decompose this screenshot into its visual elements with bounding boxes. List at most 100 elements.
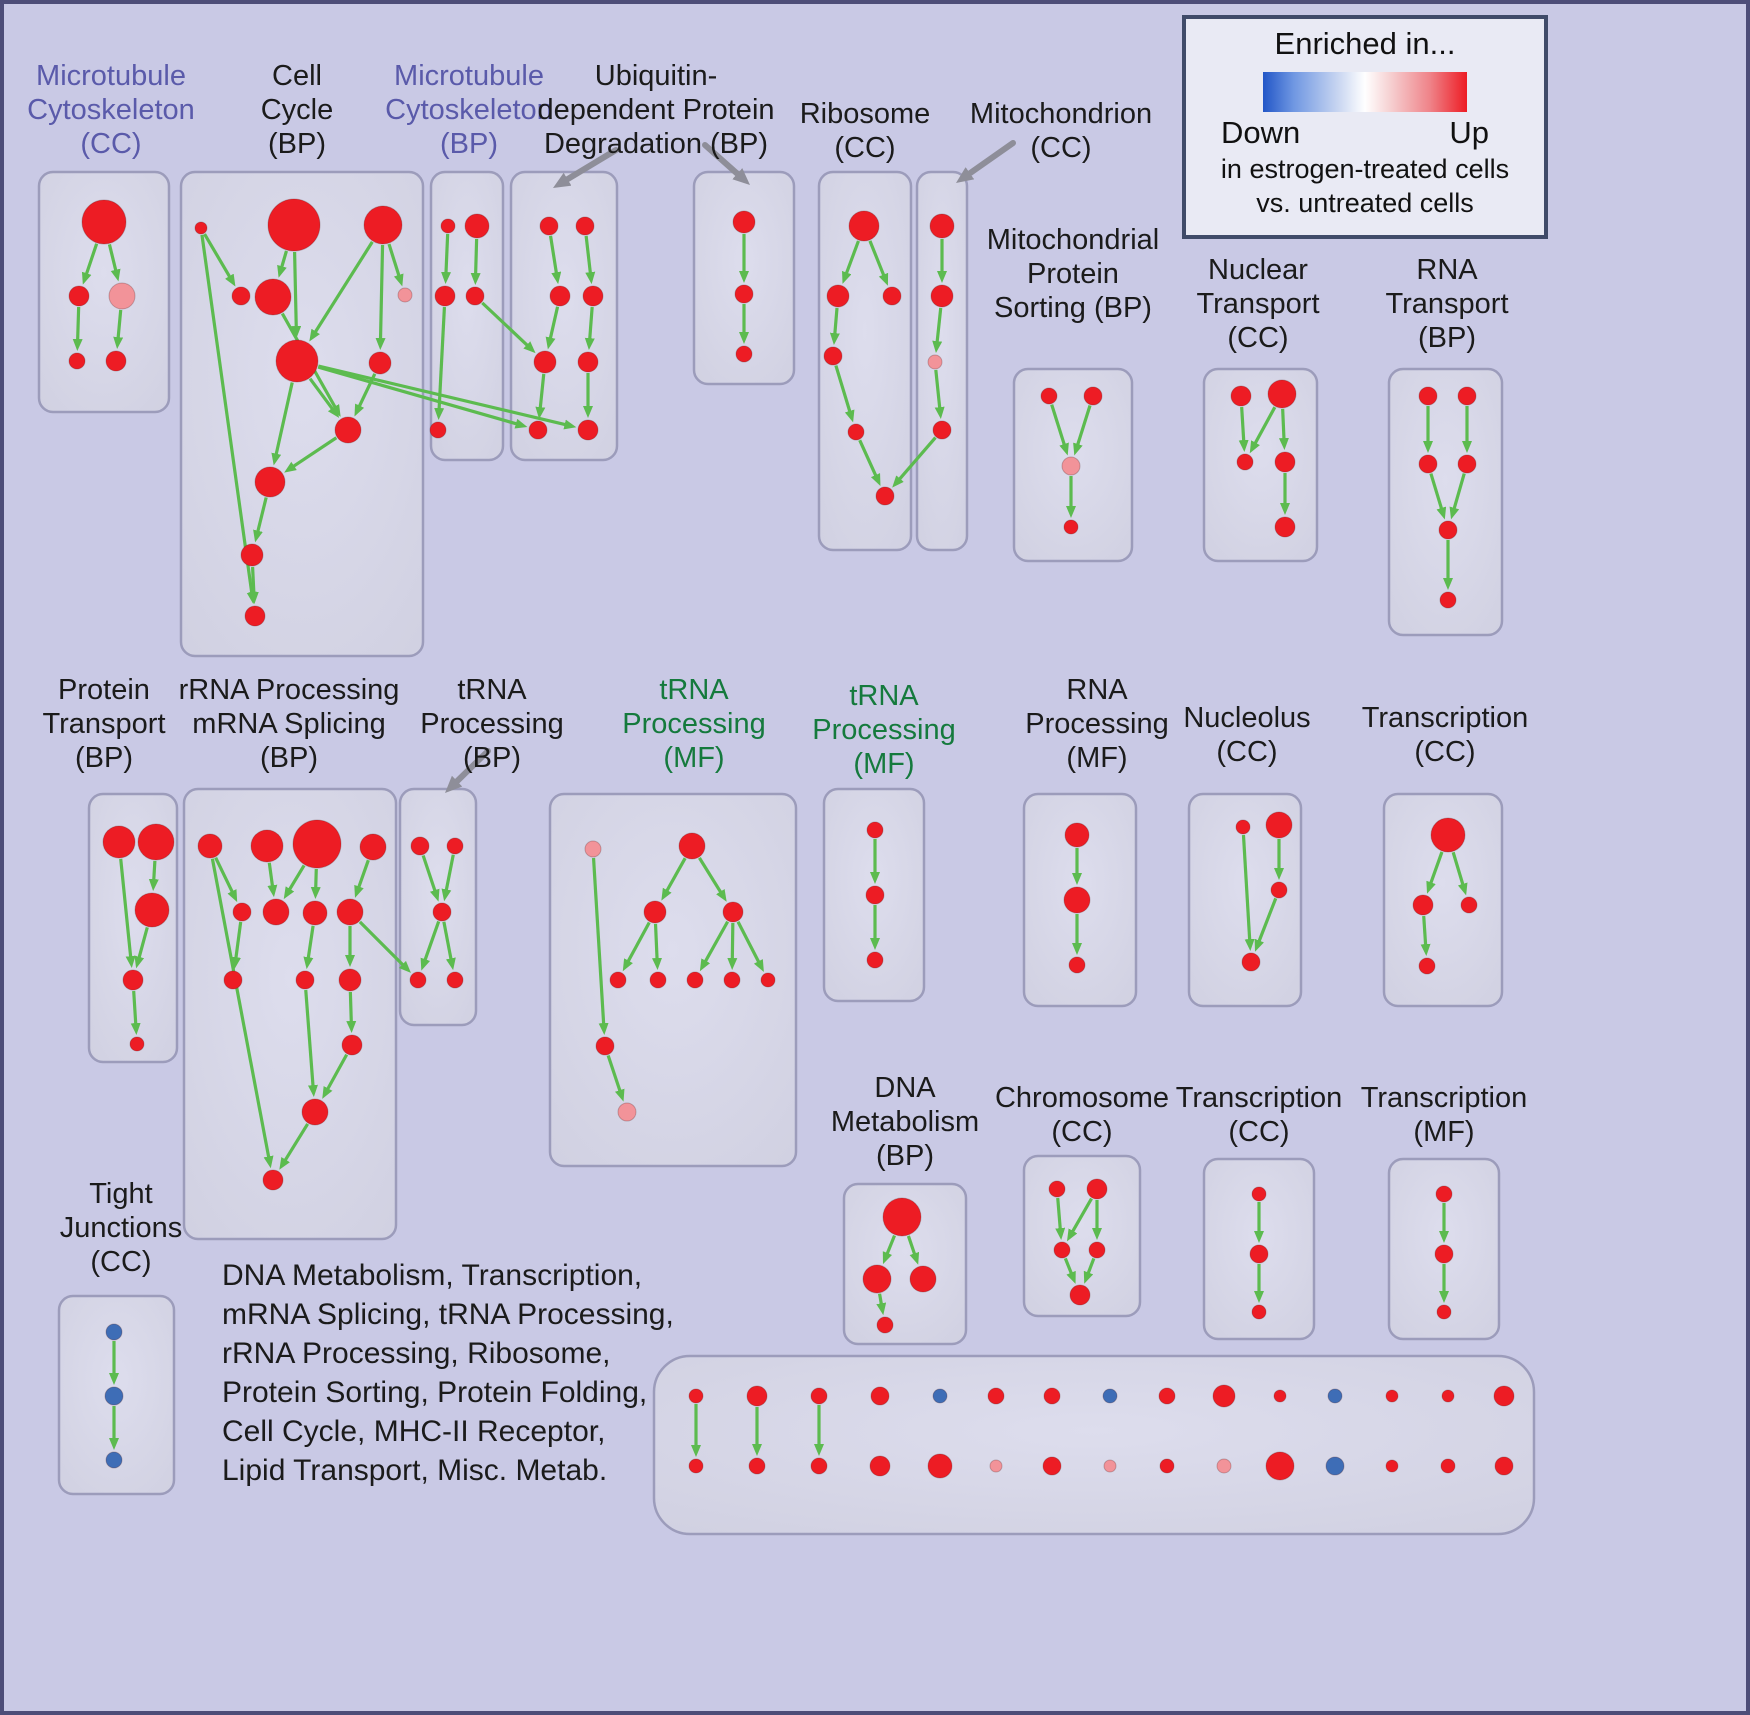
edge-c1-c3: [441, 233, 452, 285]
edge-n4-n8: [727, 922, 738, 971]
edge-b11-b12: [248, 566, 259, 605]
legend-ends-row: Down Up: [1186, 112, 1544, 151]
rna-transport-bp-box: [1387, 367, 1504, 637]
edge-d2-d4: [584, 235, 596, 285]
go-term-node-n10: [595, 1036, 615, 1056]
go-term-node-n11: [617, 1102, 637, 1122]
go-term-node-d2: [575, 216, 595, 236]
go-term-node-c3: [434, 285, 456, 307]
go-term-node-d7: [528, 420, 548, 440]
go-term-node-n4: [722, 901, 744, 923]
go-term-node-l14: [262, 1169, 284, 1191]
go-term-node-t5: [1069, 1284, 1091, 1306]
microtubule-cytoskeleton-cc-box: [37, 170, 171, 414]
edge-n1-n10: [591, 857, 609, 1036]
edge-q3-q4: [1254, 897, 1278, 952]
go-term-node-q1: [1235, 819, 1251, 835]
go-term-node-z13t: [1385, 1389, 1399, 1403]
go-term-node-g1: [929, 213, 955, 239]
go-term-node-j5: [1438, 520, 1458, 540]
go-term-node-o2: [865, 885, 885, 905]
edge-a1-a2: [81, 243, 99, 285]
chromosome-cc-box: [1022, 1154, 1142, 1318]
go-term-node-w2: [104, 1386, 124, 1406]
legend-up-label: Up: [1449, 115, 1489, 150]
edge-t1-t3: [1055, 1197, 1066, 1241]
go-term-node-n2: [678, 832, 706, 860]
go-term-node-i3: [1236, 453, 1254, 471]
go-term-node-l9: [223, 970, 243, 990]
go-term-node-v1: [1435, 1185, 1453, 1203]
edge-m2-m3: [441, 854, 455, 902]
edge-b3-b8: [375, 244, 386, 351]
go-term-node-c2: [464, 213, 490, 239]
go-term-node-a4: [68, 352, 86, 370]
edge-f1-f3: [868, 240, 889, 286]
go-term-node-k3: [134, 892, 170, 928]
edge-a3-a5: [113, 309, 124, 350]
edge-r1-r2: [1426, 851, 1444, 894]
misc-cluster-box: [652, 1354, 1536, 1536]
edge-l8-m4: [358, 920, 411, 973]
go-term-node-z7t: [1043, 1387, 1061, 1405]
edge-l10-l13: [304, 989, 318, 1098]
go-term-node-g3: [927, 354, 943, 370]
go-term-node-f2: [826, 284, 850, 308]
go-term-node-i1: [1230, 385, 1252, 407]
edge-b2-b5: [277, 250, 288, 278]
edge-m3-m5: [442, 921, 456, 971]
edge-d3-d5: [545, 306, 560, 350]
legend-subtitle-line1: in estrogen-treated cells: [1220, 154, 1510, 184]
go-term-node-r3: [1460, 896, 1478, 914]
go-term-node-e2: [734, 284, 754, 304]
dna-metabolism-bp-box: [842, 1182, 968, 1346]
go-term-node-d6: [577, 351, 599, 373]
edge-h1-h3: [1050, 404, 1069, 456]
go-term-node-g4: [932, 420, 952, 440]
edge-m1-m3: [421, 854, 440, 902]
edge-b7-d8: [318, 364, 577, 430]
go-term-node-t3: [1053, 1241, 1071, 1259]
edge-r1-r3: [1451, 851, 1468, 896]
misc-cluster-caption-line: DNA Metabolism, Transcription,: [222, 1259, 643, 1292]
go-term-node-z9b: [1159, 1458, 1175, 1474]
edge-l4-l8: [354, 859, 370, 898]
edge-b10-b11: [253, 497, 268, 543]
edge-f2-f4: [829, 307, 840, 346]
trna-processing-mf-large-box: [548, 792, 798, 1168]
go-term-node-l7: [302, 900, 328, 926]
go-term-node-e1: [732, 210, 756, 234]
edge-l11-l12: [346, 991, 357, 1034]
edge-n4-n9: [736, 921, 764, 972]
go-term-node-r2: [1412, 894, 1434, 916]
go-term-node-l2: [250, 829, 284, 863]
go-term-node-z10t: [1212, 1384, 1236, 1408]
legend-subtitle-line2: vs. untreated cells: [1256, 188, 1474, 218]
go-term-node-i4: [1274, 451, 1296, 473]
edge-a1-a3: [107, 243, 121, 282]
go-term-node-k5: [129, 1036, 145, 1052]
go-term-node-z2t: [746, 1385, 768, 1407]
go-term-node-b1: [194, 221, 208, 235]
go-term-node-a5: [105, 350, 127, 372]
go-term-node-h2: [1083, 386, 1103, 406]
edge-b7-d7: [317, 365, 528, 429]
go-term-node-i5: [1274, 516, 1296, 538]
go-term-node-t2: [1086, 1178, 1108, 1200]
go-term-node-z7b: [1042, 1456, 1062, 1476]
misc-cluster-caption-line: Cell Cycle, MHC-II Receptor,: [222, 1415, 606, 1448]
go-term-node-l6: [262, 898, 290, 926]
go-term-node-z13b: [1385, 1459, 1399, 1473]
go-term-node-t4: [1088, 1241, 1106, 1259]
go-term-node-l1: [197, 833, 223, 859]
edge-c3-c5: [434, 306, 447, 421]
edge-f1-f2: [842, 240, 860, 284]
go-term-node-b5: [254, 278, 292, 316]
go-term-node-f4: [823, 346, 843, 366]
go-term-node-w3: [105, 1451, 123, 1469]
go-term-node-v2: [1434, 1244, 1454, 1264]
label-pointer-arrow-2: [702, 142, 750, 186]
go-term-node-h1: [1040, 387, 1058, 405]
edge-s1-s2: [882, 1234, 897, 1265]
